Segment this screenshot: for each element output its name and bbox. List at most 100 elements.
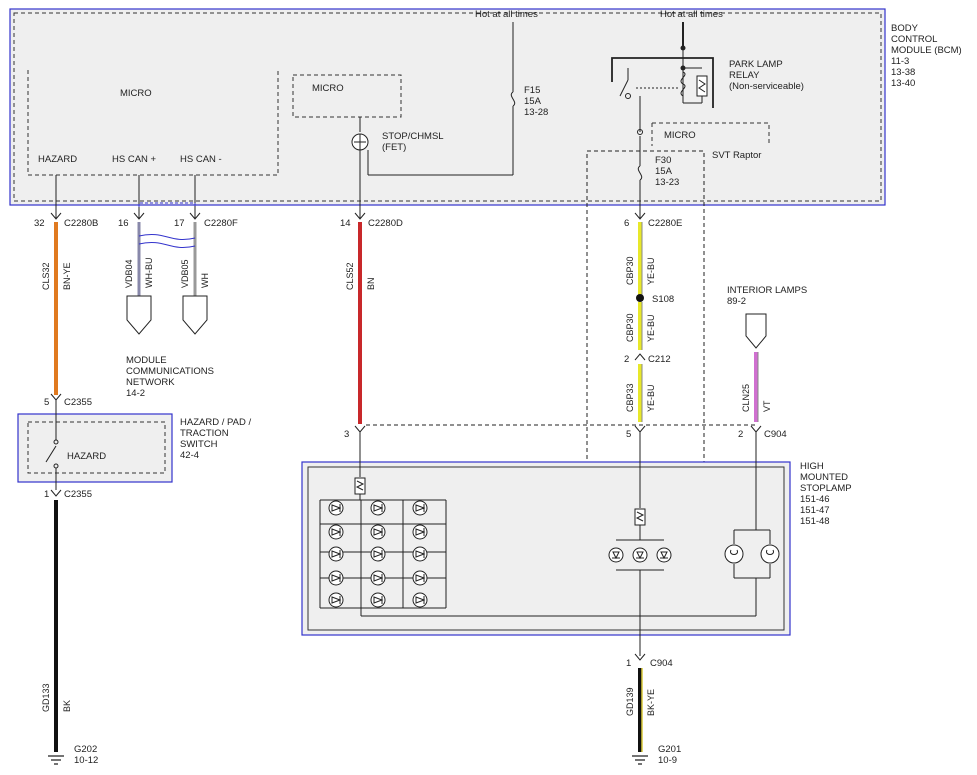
svg-text:STOPLAMP: STOPLAMP xyxy=(800,483,852,494)
conn-2: 2 xyxy=(624,354,629,365)
wire-label-vdb05: VDB05 xyxy=(180,259,190,288)
wire-label-cls52: CLS52 xyxy=(345,262,355,290)
mcn-label: MODULE xyxy=(126,355,167,366)
conn-1b: 1 xyxy=(626,658,631,669)
hmsl-label: HIGH xyxy=(800,461,824,472)
g201-label: G201 xyxy=(658,744,681,755)
svg-text:11-3: 11-3 xyxy=(891,56,909,67)
interior-lamps-label: INTERIOR LAMPS xyxy=(727,285,807,296)
wire-label-bnye: BN-YE xyxy=(62,262,72,290)
svg-text:151-47: 151-47 xyxy=(800,505,830,516)
wire-label-cls32: CLS32 xyxy=(41,262,51,290)
stop-chmsl-label: STOP/CHMSL xyxy=(382,131,444,142)
svg-text:BODY: BODY xyxy=(891,23,919,34)
splice-s108-icon xyxy=(636,294,644,302)
conn-3: 3 xyxy=(344,429,349,440)
svg-text:MOUNTED: MOUNTED xyxy=(800,472,848,483)
wire-label-gd139: GD139 xyxy=(625,687,635,716)
conn-5a: 5 xyxy=(44,397,49,408)
svg-text:MODULE (BCM): MODULE (BCM) xyxy=(891,45,962,56)
wire-label-cbp30a: CBP30 xyxy=(625,256,635,285)
svg-text:14-2: 14-2 xyxy=(126,388,145,399)
network-connector-2-icon xyxy=(182,295,208,335)
micro-center-label: MICRO xyxy=(312,83,344,94)
network-connector-1-icon xyxy=(126,295,152,335)
hmsl-box xyxy=(301,461,791,636)
relay-label: PARK LAMP xyxy=(729,59,783,70)
wire-label-yebu-b: YE-BU xyxy=(646,314,656,342)
svg-text:15A: 15A xyxy=(655,166,673,177)
svg-text:15A: 15A xyxy=(524,96,542,107)
svg-text:10-12: 10-12 xyxy=(74,755,98,766)
g202-label: G202 xyxy=(74,744,97,755)
micro-right-label: MICRO xyxy=(664,130,696,141)
wire-label-wh: WH xyxy=(200,273,210,288)
led-raptor-group xyxy=(608,547,672,563)
hs-can-plus-label: HS CAN + xyxy=(112,154,157,165)
wire-label-cln25: CLN25 xyxy=(741,384,751,412)
svg-text:151-46: 151-46 xyxy=(800,494,830,505)
svg-text:CONTROL: CONTROL xyxy=(891,34,937,45)
svg-text:89-2: 89-2 xyxy=(727,296,746,307)
bulb-1-icon xyxy=(724,544,744,564)
conn-5b: 5 xyxy=(626,429,631,440)
conn-c2280f: C2280F xyxy=(204,218,238,229)
svt-raptor-label: SVT Raptor xyxy=(712,150,761,161)
hazard-inner-label: HAZARD xyxy=(67,451,106,462)
svg-text:13-23: 13-23 xyxy=(655,177,679,188)
wire-label-yebu-c: YE-BU xyxy=(646,384,656,412)
resistor-left-icon xyxy=(354,477,366,495)
svg-text:13-40: 13-40 xyxy=(891,78,915,89)
svg-text:TRACTION: TRACTION xyxy=(180,428,229,439)
bulb-2-icon xyxy=(760,544,780,564)
f30-label: F30 xyxy=(655,155,671,166)
wire-label-cbp30b: CBP30 xyxy=(625,313,635,342)
hazard-pin-label: HAZARD xyxy=(38,154,77,165)
micro-left-label: MICRO xyxy=(120,88,152,99)
conn-c2355b: C2355 xyxy=(64,489,92,500)
conn-16: 16 xyxy=(118,218,129,229)
conn-c2280b: C2280B xyxy=(64,218,98,229)
wire-label-vt: VT xyxy=(762,400,772,412)
conn-c904b: C904 xyxy=(650,658,673,669)
conn-c2355a: C2355 xyxy=(64,397,92,408)
wire-label-bn: BN xyxy=(366,277,376,290)
bcm-box xyxy=(9,8,886,206)
conn-c2280e: C2280E xyxy=(648,218,682,229)
svg-text:SWITCH: SWITCH xyxy=(180,439,218,450)
wire-label-vdb04: VDB04 xyxy=(124,259,134,288)
svg-text:(Non-serviceable): (Non-serviceable) xyxy=(729,81,804,92)
f15-label: F15 xyxy=(524,85,540,96)
hs-can-minus-label: HS CAN - xyxy=(180,154,222,165)
svg-text:10-9: 10-9 xyxy=(658,755,677,766)
wire-label-yebu-a: YE-BU xyxy=(646,257,656,285)
hazard-switch-box xyxy=(17,413,173,483)
svg-text:NETWORK: NETWORK xyxy=(126,377,175,388)
svg-text:13-38: 13-38 xyxy=(891,67,915,78)
resistor-right-icon xyxy=(634,508,646,526)
svg-text:(FET): (FET) xyxy=(382,142,406,153)
conn-1a: 1 xyxy=(44,489,49,500)
svg-text:COMMUNICATIONS: COMMUNICATIONS xyxy=(126,366,214,377)
ground-g201-icon xyxy=(631,755,649,765)
conn-14: 14 xyxy=(340,218,351,229)
conn-6: 6 xyxy=(624,218,629,229)
wire-label-whbu: WH-BU xyxy=(144,258,154,289)
wire-label-bkye: BK-YE xyxy=(646,689,656,716)
conn-c212: C212 xyxy=(648,354,671,365)
hot-at-all-times-1: Hot at all times xyxy=(475,9,538,20)
conn-32: 32 xyxy=(34,218,45,229)
hot-at-all-times-2: Hot at all times xyxy=(660,9,723,20)
svg-text:RELAY: RELAY xyxy=(729,70,760,81)
interior-connector-icon xyxy=(745,313,767,349)
splice-s108-label: S108 xyxy=(652,294,674,305)
ground-g202-icon xyxy=(47,755,65,765)
conn-c2280d: C2280D xyxy=(368,218,403,229)
wire-label-bk: BK xyxy=(62,700,72,712)
conn-c904a: C904 xyxy=(764,429,787,440)
svg-text:42-4: 42-4 xyxy=(180,450,199,461)
svg-text:13-28: 13-28 xyxy=(524,107,548,118)
bcm-title: BODY CONTROL MODULE (BCM) 11-3 13-38 13-… xyxy=(891,23,962,89)
conn-2b: 2 xyxy=(738,429,743,440)
